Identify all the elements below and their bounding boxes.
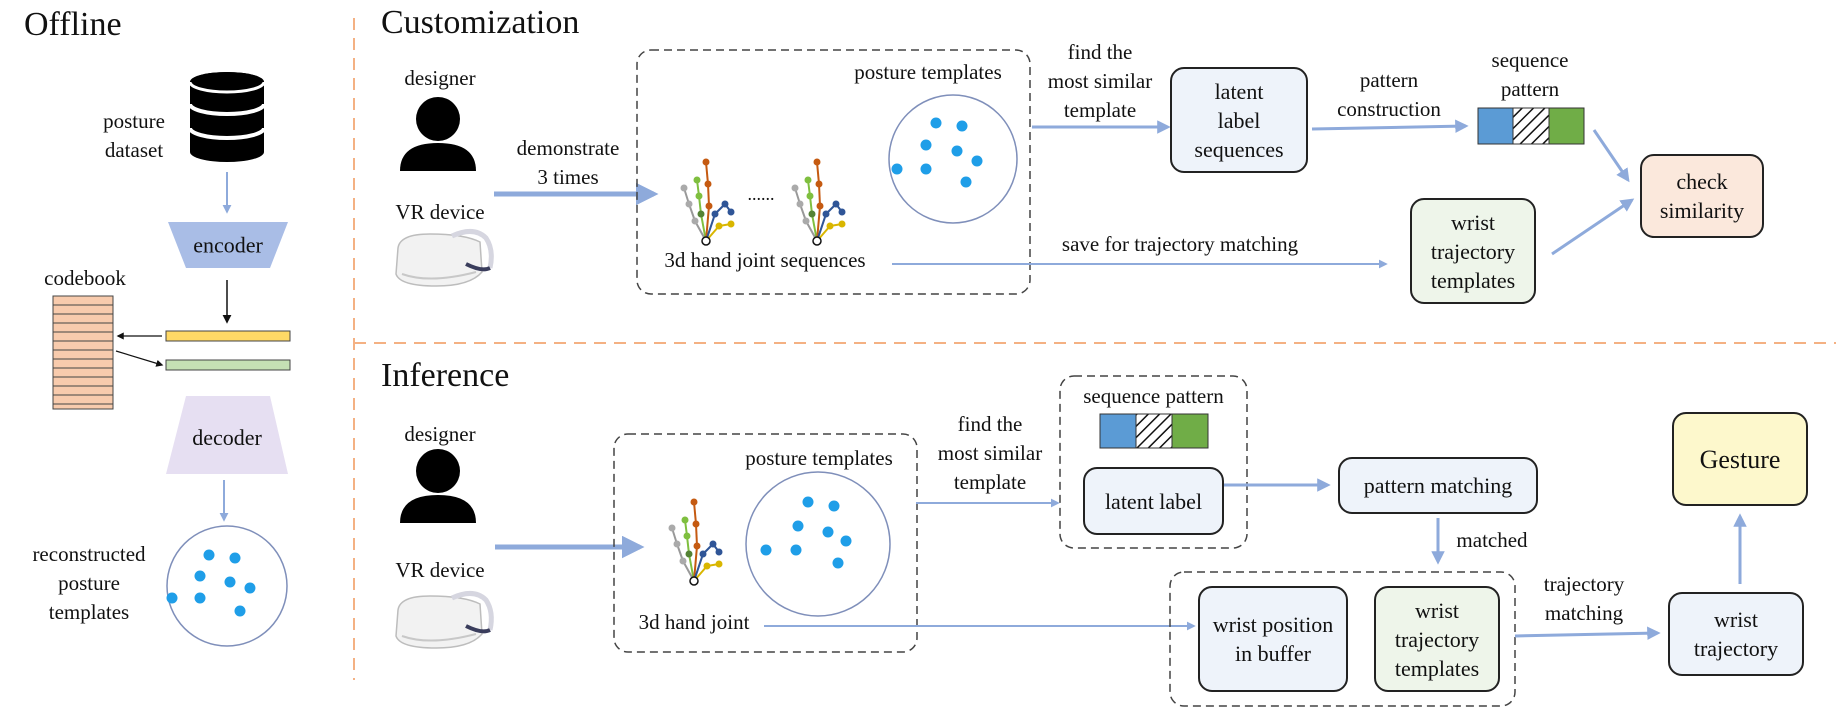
latent-bar-yellow	[165, 330, 291, 342]
latent-label-sequences-box: latent label sequences	[1170, 67, 1308, 173]
pattern-matching-box: pattern matching	[1338, 457, 1538, 514]
latent-label-box: latent label	[1083, 467, 1224, 535]
reconstructed-templates-label: reconstructed posture templates	[32, 542, 146, 624]
inference-sequence-pattern-bar	[1099, 413, 1209, 449]
posture-dots	[891, 117, 983, 188]
posture-templates-circle	[888, 94, 1018, 224]
check-similarity-box: check similarity	[1640, 154, 1764, 238]
designer-icon	[400, 449, 476, 523]
codebook-label: codebook	[44, 266, 126, 290]
wrist-trajectory-templates-box: wrist trajectory templates	[1410, 198, 1536, 304]
customization-joint-group	[636, 49, 1031, 295]
reconstructed-dots	[166, 549, 256, 617]
inference-designer-label: designer	[404, 422, 476, 446]
ellipsis-label: ......	[747, 184, 775, 204]
hand-skeleton-icon	[667, 497, 724, 586]
sequence-pattern-bar	[1477, 107, 1585, 145]
encoder-label: encoder	[193, 232, 263, 258]
hand-skeleton-icon	[679, 157, 736, 246]
inference-wrist-trajectory-templates-box: wrist trajectory templates	[1374, 586, 1500, 692]
posture-templates-label: posture templates	[854, 60, 1002, 84]
matched-label: matched	[1456, 528, 1528, 552]
decoder-label: decoder	[192, 425, 262, 450]
gesture-box: Gesture	[1672, 412, 1808, 506]
vr-headset-icon	[396, 593, 491, 648]
vr-device-label: VR device	[395, 200, 485, 224]
hand-joint-sequences-label: 3d hand joint sequences	[664, 248, 866, 272]
decoder-shape	[166, 396, 288, 474]
encoder-shape	[168, 222, 288, 268]
inference-find-template-label: find the most similar template	[937, 412, 1043, 494]
inference-joint-group	[613, 433, 918, 653]
inference-heading: Inference	[381, 357, 510, 394]
pattern-construction-label: pattern construction	[1337, 68, 1441, 121]
save-trajectory-label: save for trajectory matching	[1061, 232, 1299, 256]
trajectory-matching-label: trajectory matching	[1543, 572, 1625, 625]
customization-heading: Customization	[381, 4, 580, 41]
designer-icon	[400, 97, 476, 171]
inference-sequence-pattern-label: sequence pattern	[1083, 384, 1224, 408]
wrist-trajectory-box: wrist trajectory	[1668, 592, 1804, 676]
wrist-position-buffer-box: wrist position in buffer	[1198, 586, 1348, 692]
designer-label: designer	[404, 66, 476, 90]
posture-dataset-label: posture dataset	[103, 109, 165, 162]
inference-posture-templates-label: posture templates	[745, 446, 893, 470]
inference-posture-circle	[745, 471, 891, 617]
find-template-label: find the most similar template	[1047, 40, 1153, 122]
database-icon	[188, 72, 266, 162]
vr-headset-icon	[396, 231, 491, 286]
offline-heading: Offline	[24, 6, 122, 43]
latent-bar-green	[165, 359, 291, 371]
codebook-rows	[53, 304, 113, 405]
codebook-shape	[52, 295, 114, 410]
inference-posture-dots	[760, 496, 852, 569]
inference-hand-joint-label: 3d hand joint	[638, 610, 750, 634]
inference-pattern-group	[1059, 375, 1248, 549]
sequence-pattern-label: sequence pattern	[1491, 48, 1569, 101]
inference-wrist-group	[1169, 571, 1516, 707]
hand-skeleton-icon	[790, 157, 847, 246]
demonstrate-label: demonstrate 3 times	[516, 136, 620, 189]
inference-vr-device-label: VR device	[395, 558, 485, 582]
